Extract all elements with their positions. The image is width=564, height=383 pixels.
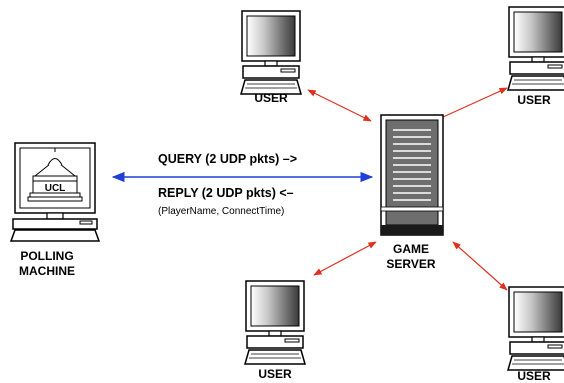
query-label: QUERY (2 UDP pkts) –> — [158, 152, 297, 166]
reply-label: REPLY (2 UDP pkts) <– — [158, 186, 294, 200]
user-top-right-label: USER — [517, 93, 551, 107]
poller-label-line2: MACHINE — [19, 264, 75, 278]
server-label-line1: GAME — [393, 242, 429, 256]
server-label-line2: SERVER — [386, 257, 435, 271]
link-user-bottom-left — [313, 241, 377, 276]
user-top-left-label: USER — [254, 91, 288, 105]
link-user-top-left — [307, 89, 372, 122]
reply-fields: (PlayerName, ConnectTime) — [158, 206, 284, 217]
computer-icon — [240, 10, 302, 95]
computer-icon — [507, 6, 564, 91]
link-user-bottom-right — [452, 241, 508, 291]
user-bottom-left-label: USER — [258, 367, 292, 381]
user-bottom-right-label: USER — [517, 369, 551, 383]
link-user-top-right — [431, 87, 508, 123]
computer-icon — [244, 280, 306, 365]
server-icon — [380, 114, 444, 236]
ucl-logo-text: UCL — [45, 183, 66, 194]
computer-icon — [507, 286, 564, 371]
poller-label-line1: POLLING — [20, 249, 73, 263]
polling-machine-icon: UCL — [9, 142, 101, 242]
